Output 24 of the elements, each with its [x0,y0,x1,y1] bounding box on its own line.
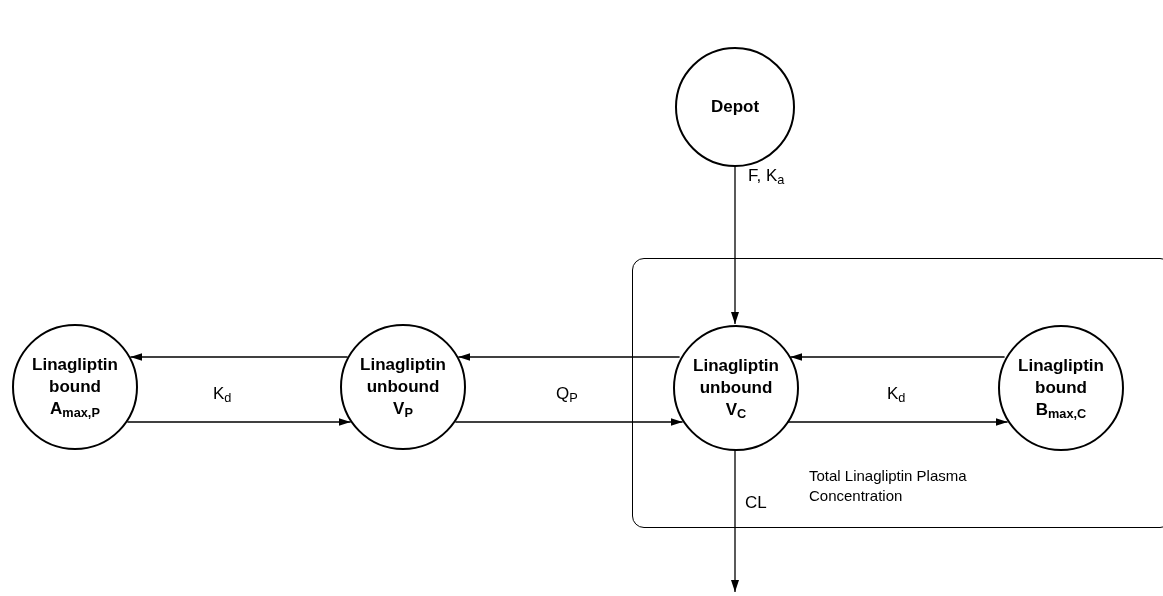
edge-label: K$_{d}$ [213,383,232,405]
compartment-label: Linagliptin bound [1017,355,1105,399]
arrow [789,353,1006,361]
compartment-label: Linagliptin unbound [359,354,447,398]
arrow [786,418,1009,426]
compartment-label: Linagliptin bound [31,354,119,398]
edge-label: K$_{d}$ [887,383,906,405]
frame-caption: Total Linagliptin Plasma Concentration [809,466,968,506]
arrow [454,418,684,426]
edge-label: Q$_{P}$ [556,383,578,405]
arrow [731,449,739,593]
arrow [731,166,739,325]
arrow [126,418,352,426]
compartment-label: Depot [709,96,761,118]
arrow [457,353,681,361]
compartment-label: V$_{P}$ [392,398,414,420]
compartment-label: A$_{max,P}$ [49,398,101,420]
edge-label: F, K$_{a}$ [748,165,785,187]
edge-label: CL [745,492,767,514]
compartment-label: B$_{max,C}$ [1034,399,1088,421]
rounded-frame [632,258,1163,528]
compartment-label: V$_{C}$ [724,399,748,421]
compartment-label: Linagliptin unbound [692,355,780,399]
arrow [129,353,349,361]
